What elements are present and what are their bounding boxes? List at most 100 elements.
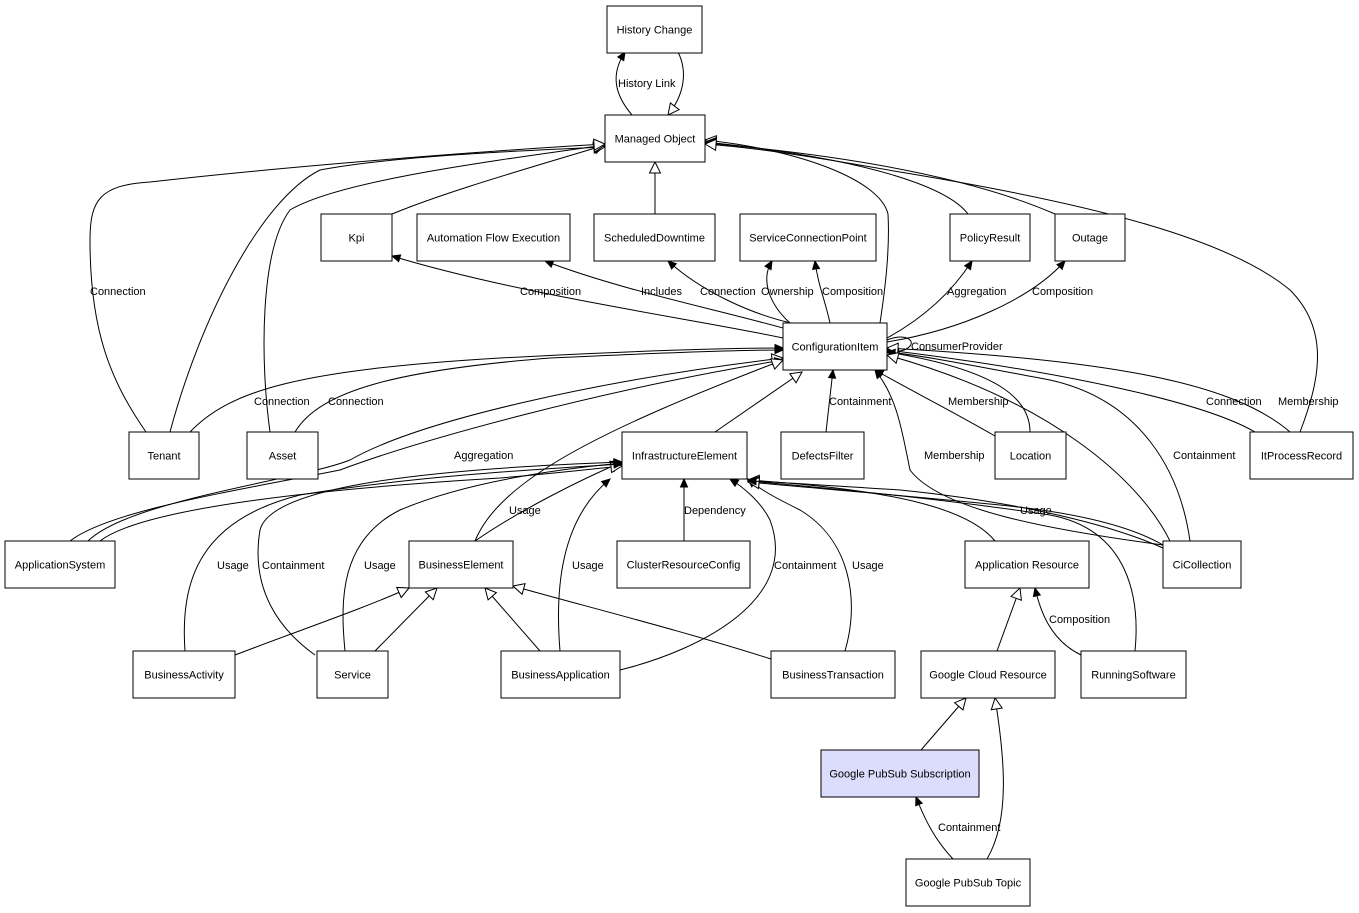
edge-be-ie-line xyxy=(474,461,623,542)
node-application-resource[interactable]: Application Resource xyxy=(964,540,1090,589)
edge-layer xyxy=(69,50,1318,860)
edge-appsys-ci2-line xyxy=(69,359,784,542)
edge-ci-scp1 xyxy=(764,259,791,324)
edge-label-containment: Containment xyxy=(1173,450,1235,462)
edge-df-ci xyxy=(825,368,837,433)
node-configuration-item[interactable]: ConfigurationItem xyxy=(782,322,888,371)
node-google-pubsub-subscription[interactable]: Google PubSub Subscription xyxy=(820,749,980,798)
edge-service-ie2 xyxy=(342,459,624,652)
node-label: InfrastructureElement xyxy=(632,451,737,463)
node-box xyxy=(593,213,716,262)
node-it-process-record[interactable]: ItProcessRecord xyxy=(1249,431,1354,480)
edge-policy-mo xyxy=(703,136,969,215)
generalization-arrowhead xyxy=(1010,586,1022,601)
node-outage[interactable]: Outage xyxy=(1054,213,1126,262)
edge-ci-policy xyxy=(886,259,973,339)
edge-ci-sd-line xyxy=(667,260,801,326)
node-box xyxy=(500,650,621,699)
generalization-arrowhead xyxy=(424,587,438,601)
association-arrowhead xyxy=(874,369,884,380)
node-business-transaction[interactable]: BusinessTransaction xyxy=(770,650,896,699)
generalization-arrowhead xyxy=(511,583,526,596)
node-automation-flow-execution[interactable]: Automation Flow Execution xyxy=(416,213,571,262)
edge-label-connection: Connection xyxy=(328,396,384,408)
node-service[interactable]: Service xyxy=(316,650,389,699)
node-history-change[interactable]: History Change xyxy=(606,5,703,54)
edge-cic-ie xyxy=(746,476,1164,546)
node-service-connection-point[interactable]: ServiceConnectionPoint xyxy=(739,213,877,262)
edge-itpr-mo xyxy=(703,138,1318,433)
generalization-arrowhead xyxy=(667,102,681,116)
edge-sub-gcr xyxy=(920,697,967,751)
node-label: Automation Flow Execution xyxy=(427,233,560,245)
node-business-application[interactable]: BusinessApplication xyxy=(500,650,621,699)
edge-label-usage: Usage xyxy=(364,560,396,572)
association-arrowhead xyxy=(915,795,924,807)
node-business-element[interactable]: BusinessElement xyxy=(408,540,514,589)
node-label: ScheduledDowntime xyxy=(604,233,705,245)
generalization-arrowhead xyxy=(648,160,662,174)
edge-cic-ci2 xyxy=(874,369,1164,546)
association-arrowhead xyxy=(679,477,689,488)
generalization-arrowhead xyxy=(953,697,967,711)
node-scheduled-downtime[interactable]: ScheduledDowntime xyxy=(593,213,716,262)
node-asset[interactable]: Asset xyxy=(246,431,319,480)
edge-topic-sub xyxy=(915,795,954,860)
edge-tenant-ci xyxy=(189,343,785,433)
node-box xyxy=(949,213,1031,262)
node-label: BusinessTransaction xyxy=(782,670,884,682)
edge-asset-ci-line xyxy=(294,349,784,433)
node-label: ClusterResourceConfig xyxy=(627,560,741,572)
node-box xyxy=(994,431,1067,480)
node-application-system[interactable]: ApplicationSystem xyxy=(4,540,116,589)
node-box xyxy=(4,540,116,589)
node-label: Google Cloud Resource xyxy=(929,670,1046,682)
edge-label-usage: Usage xyxy=(852,560,884,572)
node-box xyxy=(770,650,896,699)
node-box xyxy=(128,431,200,480)
edge-label-dependency: Dependency xyxy=(684,505,746,517)
node-cluster-resource-config[interactable]: ClusterResourceConfig xyxy=(616,540,751,589)
edge-kpi-mo xyxy=(391,142,607,215)
node-kpi[interactable]: Kpi xyxy=(320,213,393,262)
edge-location-ci2-line xyxy=(886,351,1031,433)
node-box xyxy=(782,322,888,371)
node-label: ItProcessRecord xyxy=(1261,451,1342,463)
node-google-cloud-resource[interactable]: Google Cloud Resource xyxy=(920,650,1056,699)
node-box xyxy=(316,650,389,699)
edge-ci-scp2 xyxy=(811,259,831,324)
edge-tenant-mo-line xyxy=(169,146,606,433)
edge-tenant-ci-line xyxy=(189,347,784,433)
node-defects-filter[interactable]: DefectsFilter xyxy=(780,431,865,480)
node-policy-result[interactable]: PolicyResult xyxy=(949,213,1031,262)
edge-label-history-link: History Link xyxy=(618,78,676,90)
edge-outage-mo-line xyxy=(704,142,1056,215)
association-arrowhead xyxy=(728,478,740,488)
edge-label-connection: Connection xyxy=(254,396,310,408)
edge-bt-be xyxy=(511,583,772,660)
association-arrowhead xyxy=(764,259,773,271)
node-location[interactable]: Location xyxy=(994,431,1067,480)
node-running-software[interactable]: RunningSoftware xyxy=(1080,650,1187,699)
node-tenant[interactable]: Tenant xyxy=(128,431,200,480)
node-google-pubsub-topic[interactable]: Google PubSub Topic xyxy=(905,858,1031,907)
edge-label-consumer-provider: ConsumerProvider xyxy=(911,341,1003,353)
node-ci-collection[interactable]: CiCollection xyxy=(1162,540,1242,589)
edge-history-1 xyxy=(615,50,633,116)
node-infrastructure-element[interactable]: InfrastructureElement xyxy=(621,431,748,480)
node-label: BusinessElement xyxy=(419,560,504,572)
node-label: Location xyxy=(1010,451,1052,463)
node-managed-object[interactable]: Managed Object xyxy=(604,114,706,163)
edge-bapp-ie-line xyxy=(557,478,611,652)
edge-itpr-ci2 xyxy=(885,342,1291,433)
edge-label-aggregation: Aggregation xyxy=(454,450,513,462)
node-label: PolicyResult xyxy=(960,233,1021,245)
edge-label-composition: Composition xyxy=(1032,286,1093,298)
edge-bapp-be xyxy=(484,587,541,652)
edge-label-aggregation: Aggregation xyxy=(947,286,1006,298)
node-box xyxy=(1054,213,1126,262)
node-business-activity[interactable]: BusinessActivity xyxy=(132,650,236,699)
node-label: RunningSoftware xyxy=(1091,670,1175,682)
edge-bapp-be-line xyxy=(484,587,541,652)
